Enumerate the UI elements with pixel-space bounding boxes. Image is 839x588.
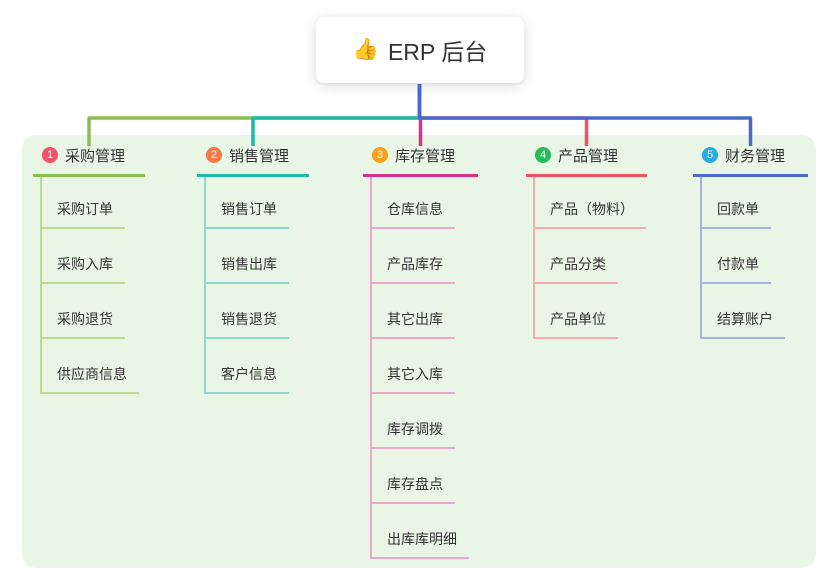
- root-node-erp[interactable]: 👍 ERP 后台: [316, 17, 524, 83]
- child-node[interactable]: 销售退货: [206, 284, 289, 339]
- child-node[interactable]: 其它入库: [372, 339, 455, 394]
- branch-header-1[interactable]: 1 采购管理: [33, 141, 145, 177]
- branch-number-badge-1: 1: [42, 147, 58, 163]
- child-node[interactable]: 产品分类: [535, 229, 618, 284]
- branch-5: 5 财务管理回款单付款单结算账户: [693, 141, 808, 339]
- branch-3: 3 库存管理仓库信息产品库存其它出库其它入库库存调拨库存盘点出库库明细: [363, 141, 478, 559]
- child-node[interactable]: 采购订单: [42, 177, 125, 229]
- branch-label: 库存管理: [395, 147, 456, 165]
- branch-5-children: 回款单付款单结算账户: [700, 177, 808, 339]
- child-node[interactable]: 其它出库: [372, 284, 455, 339]
- child-node[interactable]: 采购入库: [42, 229, 125, 284]
- branch-4: 4 产品管理产品（物料）产品分类产品单位: [526, 141, 647, 339]
- branch-header-2[interactable]: 2 销售管理: [197, 141, 309, 177]
- child-node[interactable]: 产品库存: [372, 229, 455, 284]
- child-node[interactable]: 采购退货: [42, 284, 125, 339]
- branch-label: 采购管理: [65, 147, 126, 165]
- thumbs-up-icon: 👍: [352, 38, 379, 61]
- branch-backdrop-panel: [22, 135, 816, 568]
- child-node[interactable]: 产品（物料）: [535, 177, 646, 229]
- child-node[interactable]: 回款单: [702, 177, 771, 229]
- child-node[interactable]: 供应商信息: [42, 339, 139, 394]
- child-node[interactable]: 出库库明细: [372, 504, 469, 559]
- branch-label: 销售管理: [229, 147, 290, 165]
- branch-number-badge-4: 4: [535, 147, 551, 163]
- child-node[interactable]: 产品单位: [535, 284, 618, 339]
- root-node-label: ERP 后台: [387, 39, 488, 65]
- child-node[interactable]: 库存调拨: [372, 394, 455, 449]
- branch-1: 1 采购管理采购订单采购入库采购退货供应商信息: [33, 141, 145, 394]
- branch-number-badge-2: 2: [206, 147, 222, 163]
- child-node[interactable]: 销售订单: [206, 177, 289, 229]
- branch-header-4[interactable]: 4 产品管理: [526, 141, 647, 177]
- branch-number-badge-5: 5: [702, 147, 718, 163]
- child-node[interactable]: 库存盘点: [372, 449, 455, 504]
- branch-4-children: 产品（物料）产品分类产品单位: [533, 177, 647, 339]
- child-node[interactable]: 结算账户: [702, 284, 785, 339]
- child-node[interactable]: 仓库信息: [372, 177, 455, 229]
- branch-1-children: 采购订单采购入库采购退货供应商信息: [40, 177, 145, 394]
- branch-label: 财务管理: [725, 147, 786, 165]
- branch-2-children: 销售订单销售出库销售退货客户信息: [204, 177, 309, 394]
- branch-header-3[interactable]: 3 库存管理: [363, 141, 478, 177]
- branch-header-5[interactable]: 5 财务管理: [693, 141, 808, 177]
- branch-3-children: 仓库信息产品库存其它出库其它入库库存调拨库存盘点出库库明细: [370, 177, 478, 559]
- child-node[interactable]: 销售出库: [206, 229, 289, 284]
- branch-label: 产品管理: [558, 147, 619, 165]
- child-node[interactable]: 客户信息: [206, 339, 289, 394]
- child-node[interactable]: 付款单: [702, 229, 771, 284]
- branch-2: 2 销售管理销售订单销售出库销售退货客户信息: [197, 141, 309, 394]
- branch-number-badge-3: 3: [372, 147, 388, 163]
